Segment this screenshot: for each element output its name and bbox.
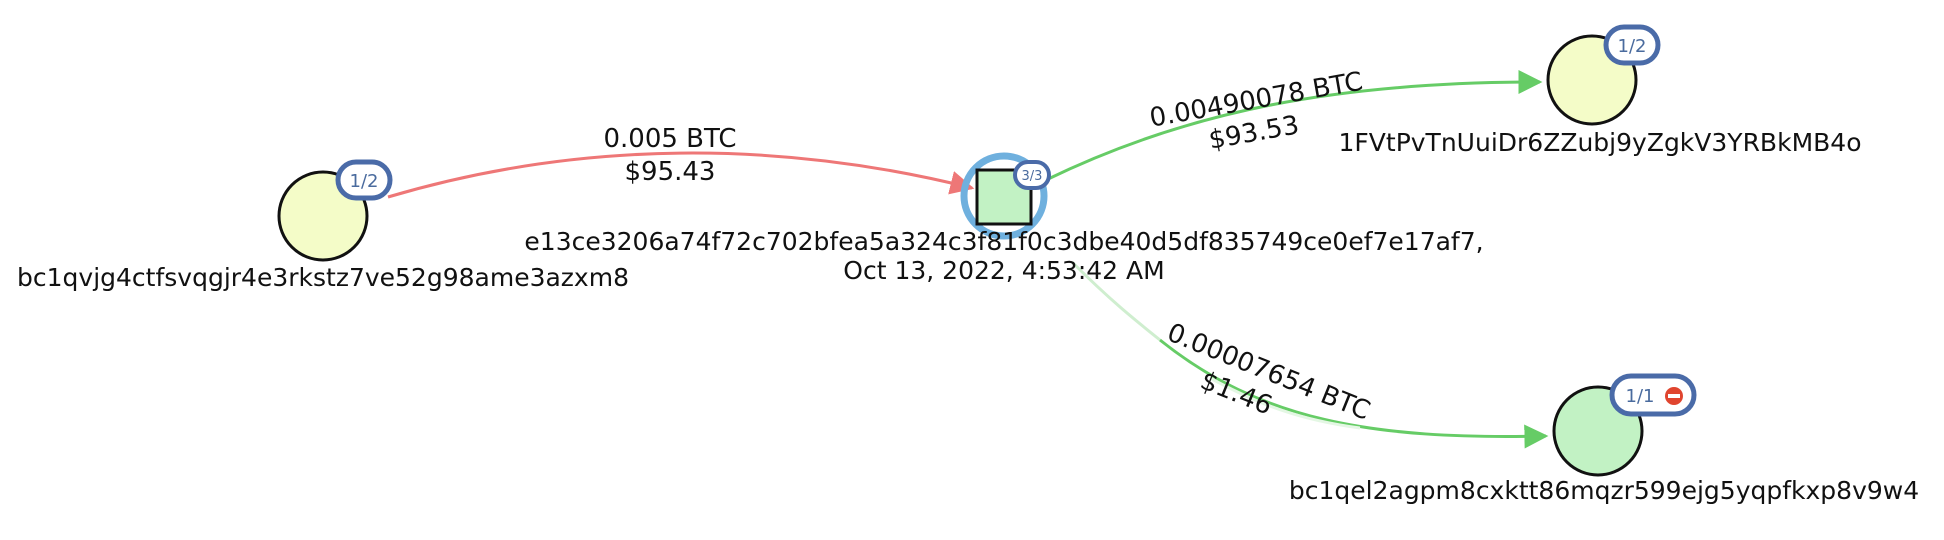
transaction-node[interactable]: 3/3 e13ce3206a74f72c702bfea5a324c3f81f0c… [524,152,1484,285]
address-node-input-badge-text: 1/2 [350,171,379,192]
edge-transaction-to-bottom-output[interactable]: 0.00007654 BTC $1.46 [1070,260,1549,456]
address-node-output-top-badge-text: 1/2 [1618,36,1647,57]
address-node-output-top-badge[interactable]: 1/2 [1603,24,1661,66]
transaction-node-badge-text: 3/3 [1022,169,1043,184]
edge-bottom-output-faded-path[interactable] [1070,260,1161,342]
address-node-output-bottom-label: bc1qel2agpm8cxktt86mqzr599ejg5yqpfkxp8v9… [1289,476,1919,505]
edge-input-to-transaction[interactable]: 0.005 BTC $95.43 [387,124,975,199]
transaction-id-label: e13ce3206a74f72c702bfea5a324c3f81f0c3dbe… [524,227,1483,256]
edge-bottom-output-path[interactable] [1159,338,1549,449]
address-node-output-bottom-badge[interactable]: 1/1 [1609,373,1697,417]
edge-transaction-to-top-output[interactable]: 0.00490078 BTC $93.53 [1045,67,1543,182]
stop-icon [1665,387,1683,405]
address-node-output-bottom[interactable]: 1/1 bc1qel2agpm8cxktt86mqzr599ejg5yqpfkx… [1289,373,1919,505]
edge-input-amount-label: 0.005 BTC [603,124,736,154]
transaction-node-halo [960,152,1048,240]
address-node-output-top-label: 1FVtPvTnUuiDr6ZZubj9yZgkV3YRBkMB4o [1339,128,1862,157]
address-node-output-top[interactable]: 1/2 1FVtPvTnUuiDr6ZZubj9yZgkV3YRBkMB4o [1339,24,1862,157]
transaction-node-badge[interactable]: 3/3 [1013,160,1051,190]
transaction-timestamp-label: Oct 13, 2022, 4:53:42 AM [843,256,1164,285]
edge-input-path[interactable] [387,151,975,199]
address-node-input-label: bc1qvjg4ctfsvqgjr4e3rkstz7ve52g98ame3azx… [17,263,629,292]
address-node-input[interactable]: 1/2 bc1qvjg4ctfsvqgjr4e3rkstz7ve52g98ame… [17,159,629,292]
edge-top-output-path[interactable] [1045,70,1543,182]
address-node-input-badge[interactable]: 1/2 [335,159,393,201]
edge-input-fiat-label: $95.43 [625,157,716,187]
edge-bottom-output-faded-mid [1209,376,1361,430]
address-node-output-bottom-badge-text: 1/1 [1626,386,1655,407]
